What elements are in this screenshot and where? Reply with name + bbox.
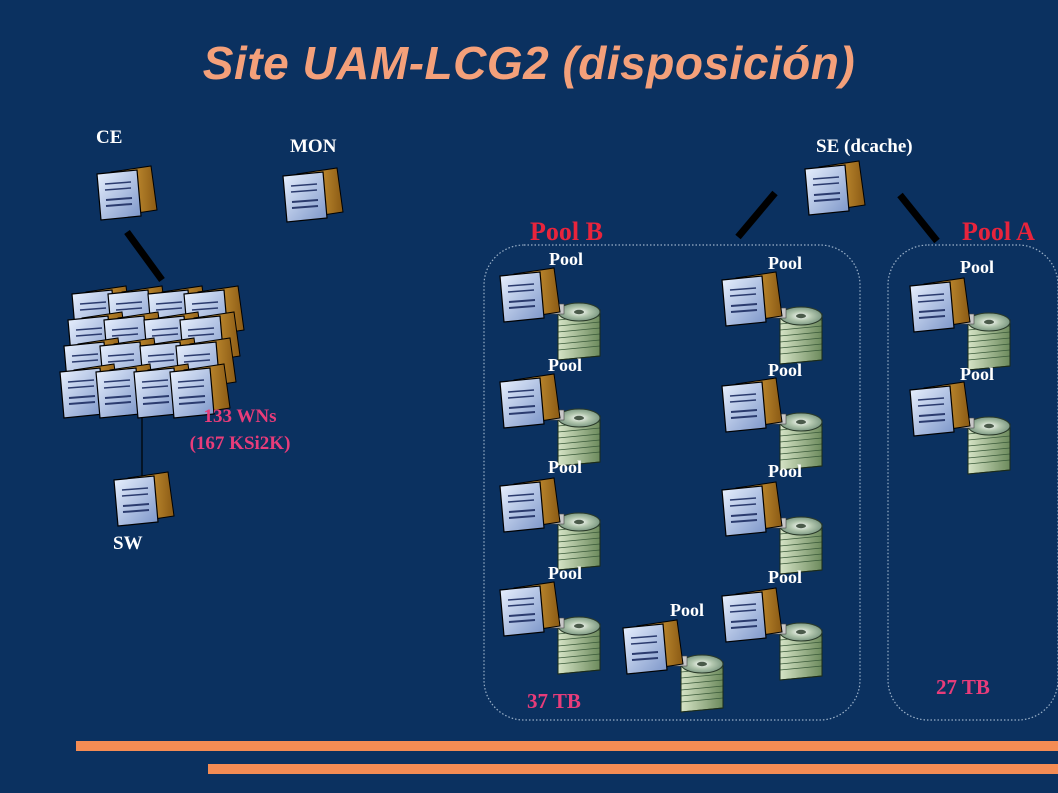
pool-node-label: Pool xyxy=(768,253,802,273)
pool-b-node-icon xyxy=(500,582,600,674)
mon-label: MON xyxy=(290,136,337,157)
pool-node-label: Pool xyxy=(548,563,582,583)
pool-b-node-icon xyxy=(722,378,822,470)
ce-label: CE xyxy=(96,127,123,148)
pool-node-label: Pool xyxy=(549,249,583,269)
pool-a-group-border xyxy=(887,244,1058,721)
pool-node-label: Pool xyxy=(768,360,802,380)
pool-a-label: Pool A xyxy=(962,217,1035,246)
pool-node-label: Pool xyxy=(768,461,802,481)
pool-node-label: Pool xyxy=(670,600,704,620)
pool-b-label: Pool B xyxy=(530,217,603,246)
pool-node-label: Pool xyxy=(548,457,582,477)
pool-node-label: Pool xyxy=(768,567,802,587)
pool-a-node-icon xyxy=(910,382,1010,474)
wn-cluster-icon xyxy=(59,285,245,419)
pool-b-node-icon xyxy=(722,272,822,364)
pool-b-node-icon xyxy=(722,482,822,574)
pool-a-capacity: 27 TB xyxy=(936,675,990,699)
accent-bar-bottom xyxy=(208,764,1058,774)
pool-b-group-border xyxy=(483,244,861,721)
pool-b-node-icon xyxy=(500,374,600,466)
se-poolb-link xyxy=(735,190,778,240)
pool-b-capacity: 37 TB xyxy=(527,689,581,713)
se-poola-link xyxy=(897,192,940,244)
page-title: Site UAM-LCG2 (disposición) xyxy=(202,37,856,89)
ce-server-icon xyxy=(96,165,158,221)
se-label: SE (dcache) xyxy=(816,136,913,157)
mon-server-icon xyxy=(282,167,344,223)
pool-a-node-icon xyxy=(910,278,1010,370)
pool-node-label: Pool xyxy=(960,364,994,384)
se-server-icon xyxy=(804,160,866,216)
pool-b-node-icon xyxy=(623,620,723,712)
pool-b-node-icon xyxy=(500,478,600,570)
pool-b-node-icon xyxy=(722,588,822,680)
wn-count-label: 133 WNs xyxy=(203,406,277,427)
pool-node-label: Pool xyxy=(960,257,994,277)
pool-b-node-icon xyxy=(500,268,600,360)
pool-node-label: Pool xyxy=(548,355,582,375)
wn-power-label: (167 KSi2K) xyxy=(189,433,291,454)
sw-server-icon xyxy=(113,471,175,527)
ce-wn-link xyxy=(124,229,165,283)
accent-bar-top xyxy=(76,741,1058,751)
sw-label: SW xyxy=(113,533,143,554)
